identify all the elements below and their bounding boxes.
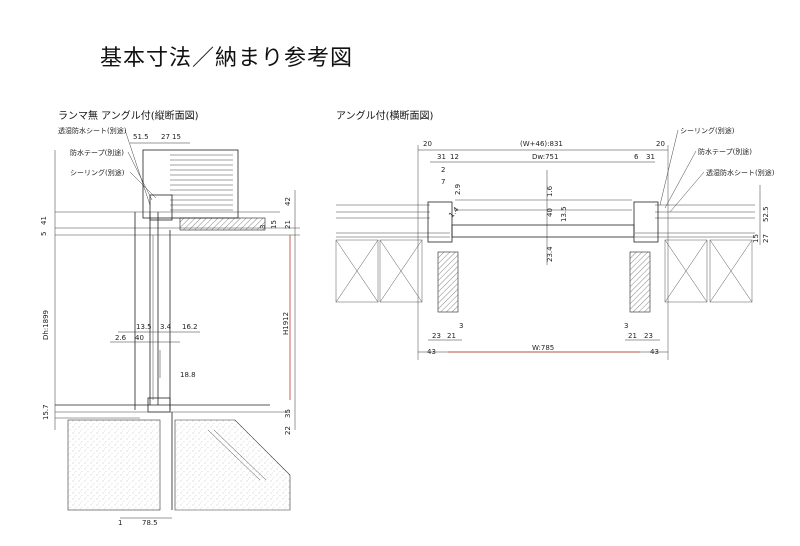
jamb-frame-right [633,201,659,243]
dim-label: 3 [259,225,267,229]
dim-label: W:785 [532,344,554,352]
dim-label: 23 [644,332,653,340]
dim-label: 40 [135,334,144,342]
dim-label: 51.5 [133,133,149,141]
jamb-frame-left [427,201,453,243]
dim-label: 27 [161,133,170,141]
dim-label: 2.9 [454,184,462,195]
dim-label: 27 [762,234,770,243]
leader-line [124,129,151,206]
dim-label: 52.5 [762,206,770,222]
left-view-caption: ランマ無 アングル付(縦断面図) [58,111,199,122]
dim-label: 42 [284,197,292,206]
dim-label: 15 [752,234,760,243]
dim-label: 13.5 [560,206,568,222]
dim-label: 31 [437,153,446,161]
callout-sealing: シーリング(別途) [680,126,735,135]
dim-label: 20 [656,140,665,148]
dim-label: 43 [427,348,436,356]
leader-line [127,151,153,201]
wall-insulation-left [335,239,423,303]
dim-label: 23 [432,332,441,340]
dim-label: 3.4 [160,323,172,331]
dim-label: 21 [447,332,456,340]
dim-label: Dh:1899 [42,310,50,340]
ground-fill [174,419,291,511]
dim-label: 21 [284,220,292,229]
dim-label: 15 [270,220,278,229]
dim-label: 12 [450,153,459,161]
dim-label: (W+46):831 [520,140,563,148]
concrete-slab [67,419,161,511]
dim-label: 43 [650,348,659,356]
dim-label: 31 [646,153,655,161]
vertical-section-drawing: 透湿防水シート(別途) 防水テープ(別途) シーリング(別途) 51.5 27 … [40,126,300,527]
head-lintel [179,217,266,231]
dim-label: 2.6 [115,334,127,342]
callout-waterproof-tape: 防水テープ(別途) [70,148,124,157]
dim-label: 22 [284,426,292,435]
dim-label: 15.7 [42,404,50,420]
dim-label: 1.6 [546,185,554,197]
horizontal-section-drawing: シーリング(別途) 防水テープ(別途) 透湿防水シート(別途) 20 (W+46… [335,126,775,360]
dim-label: Dw:751 [532,153,558,161]
dim-label: 6 [634,153,639,161]
callout-vapor-sheet: 透湿防水シート(別途) [58,126,127,135]
dim-label: 5 [40,232,48,236]
louver-slats [170,154,233,211]
dim-label: 13.5 [136,323,152,331]
dim-label: 3 [459,322,463,330]
dim-label: 23.4 [546,246,554,262]
dim-label: 41 [40,216,48,225]
callout-sealing: シーリング(別途) [70,168,125,177]
callout-waterproof-tape: 防水テープ(別途) [698,147,752,156]
dim-label: 40 [546,208,554,217]
door-leaf [451,224,635,238]
stud-left [437,251,459,313]
head-frame-profile [149,194,173,221]
dim-label: 21 [628,332,637,340]
dim-label: 78.5 [142,519,158,527]
dim-label: H1912 [282,312,290,335]
dim-label: 15 [172,133,181,141]
right-view-caption: アングル付(横断面図) [336,111,434,122]
dim-label: 18.8 [180,371,196,379]
dim-label: 3 [624,322,628,330]
callout-vapor-sheet: 透湿防水シート(別途) [706,168,775,177]
dim-label: 7 [441,178,445,186]
wall-insulation-right [664,239,753,303]
dim-label: 16.2 [182,323,198,331]
dim-label: 1 [118,519,122,527]
dim-label: 1.4 [447,205,461,219]
stud-right [629,251,651,313]
dim-label: 35 [284,409,292,418]
dim-label: 2 [441,166,445,174]
dim-label: 20 [423,140,432,148]
page-title: 基本寸法／納まり参考図 [100,46,354,71]
